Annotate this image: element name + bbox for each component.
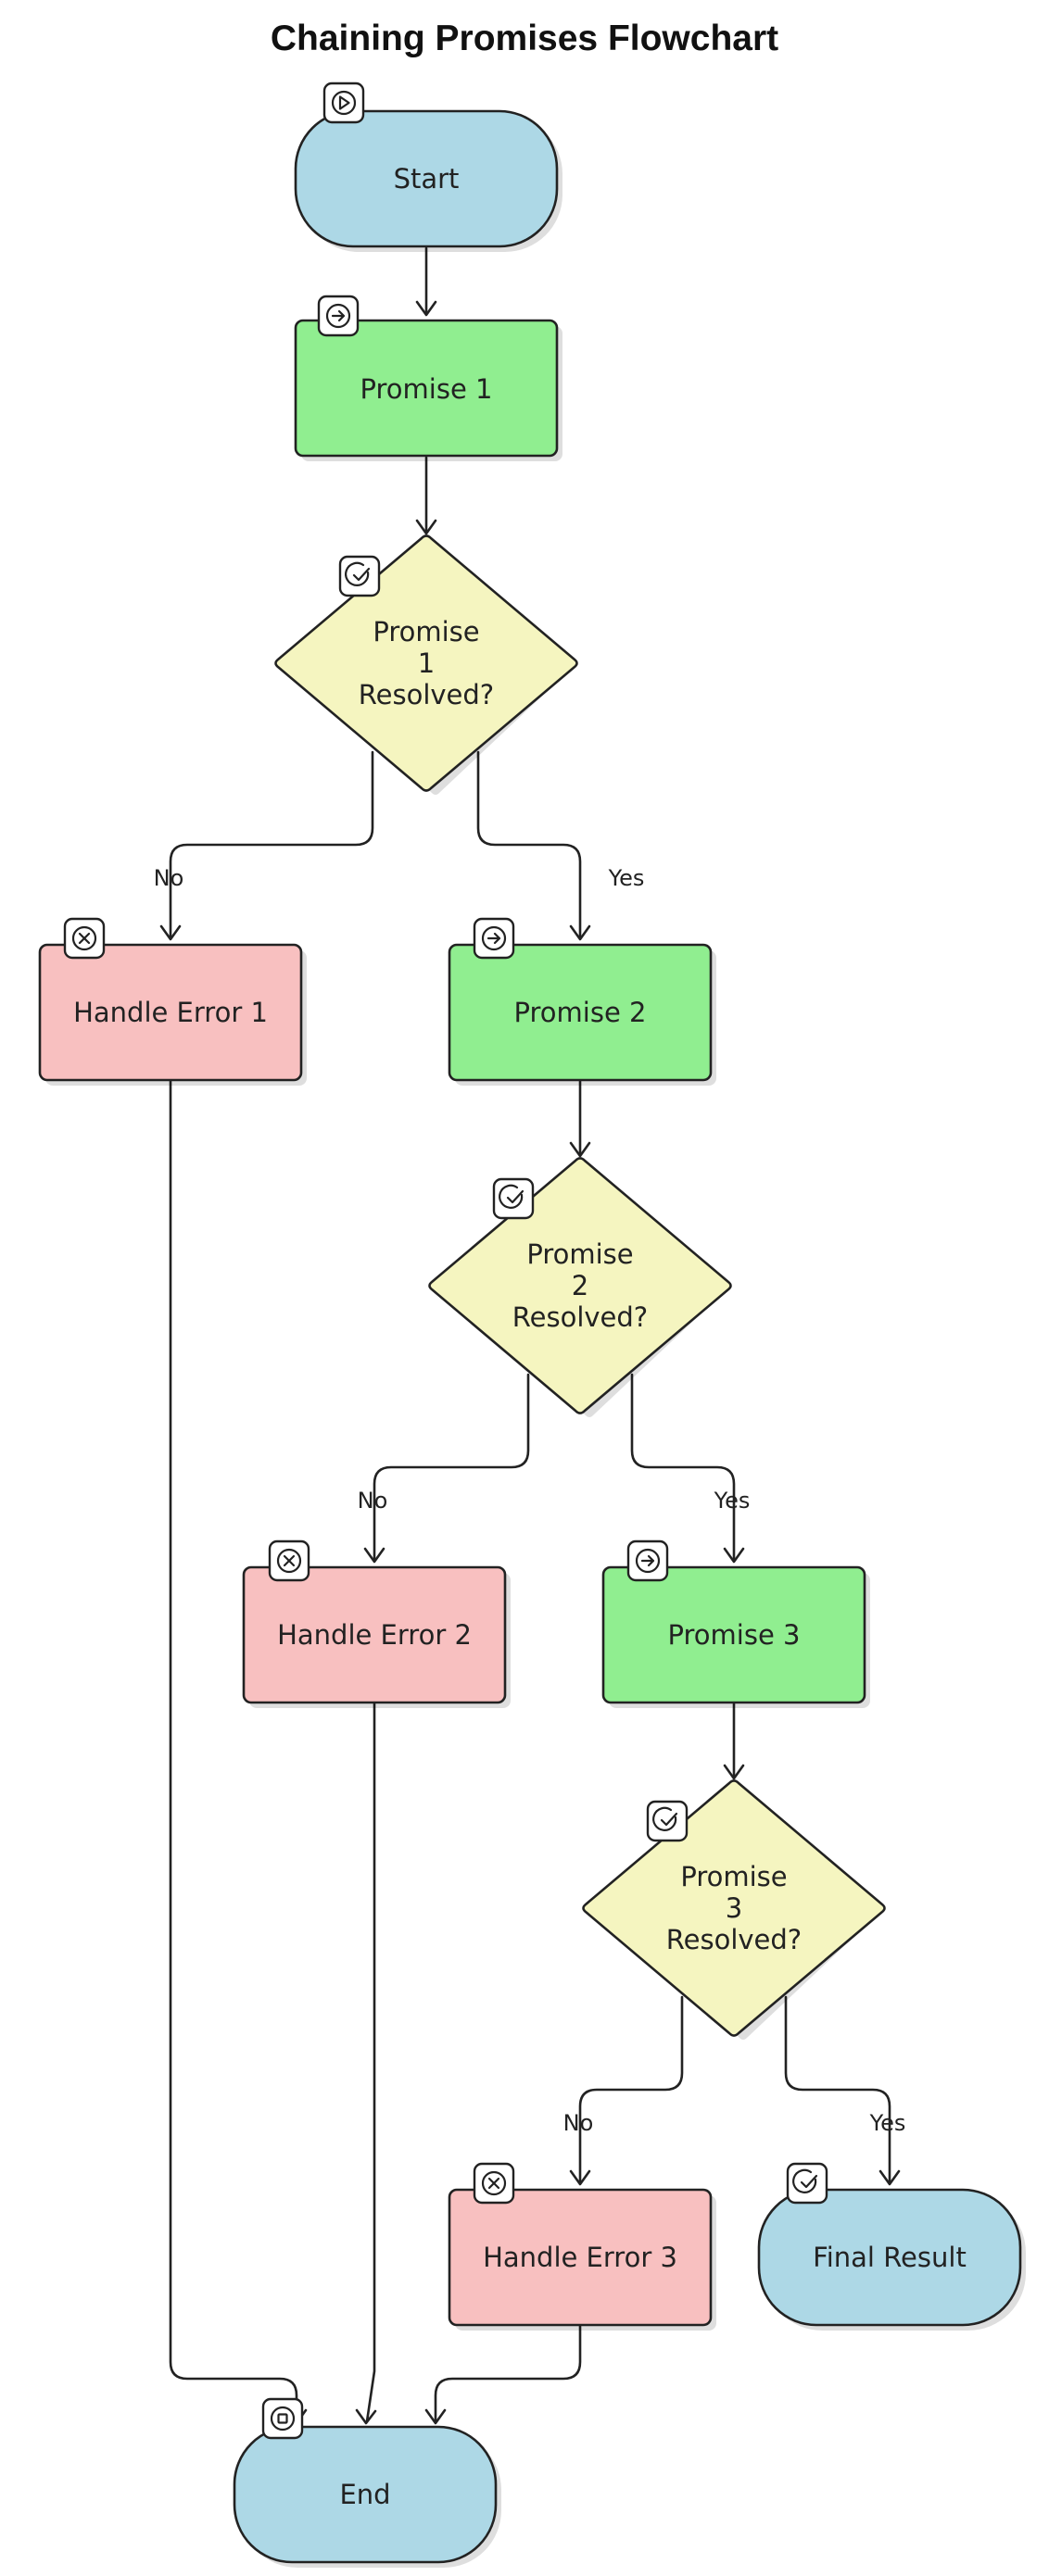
node-end-label: End: [339, 2479, 390, 2510]
edge-label-check3-yes: Yes: [869, 2110, 906, 2136]
edge-check2-yes: [630, 1373, 745, 1564]
check-circle-icon: [338, 555, 381, 597]
edge-label-check3-no: No: [563, 2110, 594, 2136]
stop-icon: [261, 2397, 304, 2440]
edge-label-check1-yes: Yes: [608, 865, 645, 891]
node-start-label: Start: [394, 163, 460, 195]
node-start[interactable]: Start: [294, 109, 562, 252]
edge-error1-end: [169, 1078, 308, 2425]
x-circle-icon: [268, 1539, 310, 1582]
x-circle-icon: [473, 2162, 515, 2205]
node-check3-line1: Promise: [680, 1861, 787, 1892]
node-promise2[interactable]: Promise 2: [448, 943, 716, 1086]
node-check2-line1: Promise: [526, 1238, 633, 1270]
node-check3[interactable]: Promise 3 Resolved?: [582, 1779, 886, 2041]
edge-error2-end: [355, 1701, 377, 2425]
node-check1-line3: Resolved?: [359, 679, 494, 710]
node-check1[interactable]: Promise 1 Resolved?: [274, 534, 578, 796]
arrow-right-icon: [473, 917, 515, 960]
node-promise3-label: Promise 3: [668, 1619, 801, 1651]
edge-check1-no: [159, 750, 374, 941]
node-promise2-label: Promise 2: [514, 997, 647, 1028]
arrow-right-icon: [317, 295, 360, 337]
edge-labels: No Yes No Yes No Yes: [154, 865, 906, 2136]
node-error3-label: Handle Error 3: [483, 2242, 677, 2273]
play-icon: [322, 82, 365, 124]
arrow-right-icon: [626, 1539, 669, 1582]
edge-label-check2-yes: Yes: [714, 1488, 751, 1514]
edge-promise1-check1: [415, 456, 437, 535]
edge-label-check1-no: No: [154, 865, 184, 891]
edge-check3-no: [569, 1995, 684, 2186]
x-circle-icon: [63, 917, 106, 960]
edge-promise2-check2: [569, 1078, 591, 1158]
diagram-title: Chaining Promises Flowchart: [271, 19, 778, 58]
check-circle-icon: [492, 1177, 535, 1220]
node-check3-line2: 3: [726, 1892, 742, 1924]
edge-check1-yes: [476, 750, 591, 941]
edge-label-check2-no: No: [358, 1488, 388, 1514]
edges: [159, 246, 901, 2425]
check-circle-icon: [646, 1800, 689, 1842]
node-end[interactable]: End: [233, 2425, 501, 2568]
node-check2[interactable]: Promise 2 Resolved?: [428, 1157, 732, 1418]
node-promise1-label: Promise 1: [360, 373, 493, 405]
node-promise3[interactable]: Promise 3: [601, 1565, 870, 1708]
node-error2-label: Handle Error 2: [277, 1619, 472, 1651]
check-circle-icon: [786, 2162, 828, 2205]
edge-check3-yes: [784, 1995, 901, 2186]
edge-start-promise1: [415, 246, 437, 317]
node-final-result[interactable]: Final Result: [757, 2188, 1026, 2331]
node-promise1[interactable]: Promise 1: [294, 319, 562, 461]
node-error2[interactable]: Handle Error 2: [242, 1565, 511, 1708]
node-check1-line2: 1: [418, 647, 435, 679]
edge-promise3-check3: [723, 1701, 745, 1780]
node-check2-line3: Resolved?: [512, 1301, 648, 1333]
edge-check2-no: [363, 1373, 530, 1564]
node-error1[interactable]: Handle Error 1: [38, 943, 307, 1086]
edge-error3-end: [424, 2323, 582, 2425]
node-error3[interactable]: Handle Error 3: [448, 2188, 716, 2331]
node-final-result-label: Final Result: [813, 2242, 967, 2273]
node-check3-line3: Resolved?: [666, 1924, 802, 1955]
node-error1-label: Handle Error 1: [73, 997, 268, 1028]
node-check1-line1: Promise: [373, 616, 479, 647]
node-check2-line2: 2: [572, 1270, 588, 1301]
